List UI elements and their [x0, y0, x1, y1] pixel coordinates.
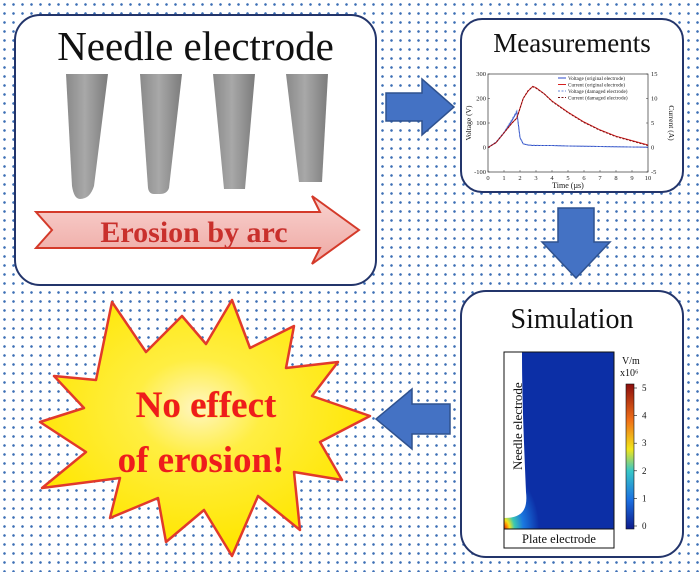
y2-axis-label: Current (A): [667, 105, 676, 141]
needle-electrode-label: Needle electrode: [510, 382, 525, 470]
plate-electrode-label: Plate electrode: [522, 532, 596, 546]
legend-entry: Voltage (damaged electrode): [568, 88, 628, 95]
x-axis-label: Time (µs): [552, 181, 584, 190]
y2-tick-label: 0: [651, 145, 654, 152]
result-line-2: of erosion!: [118, 440, 285, 481]
x-tick-label: 9: [630, 175, 633, 182]
y-tick-label: 200: [476, 96, 486, 103]
flow-arrow-right: [385, 77, 456, 137]
y-tick-label: 300: [476, 71, 486, 78]
simulation-panel: Simulation Needle elec: [460, 290, 684, 558]
simulation-field-plot: Needle electrode Plate electrode V/m x10…: [503, 351, 647, 549]
needle-original: [66, 74, 108, 199]
x-tick-label: 10: [645, 175, 652, 182]
colorbar-tick-label: 0: [642, 521, 647, 531]
erosion-arrow: [33, 195, 361, 265]
needle-panel-title: Needle electrode: [57, 23, 334, 69]
colorbar-tick-label: 2: [642, 466, 647, 476]
result-line-1: No effect: [136, 385, 277, 426]
y2-tick-label: -5: [651, 169, 656, 176]
legend-entry: Current (original electrode): [568, 82, 625, 89]
result-starburst: No effect of erosion!: [38, 298, 372, 558]
series-line-1: [487, 110, 649, 148]
needle-slightly-eroded: [140, 74, 182, 194]
x-tick-label: 0: [486, 175, 489, 182]
x-tick-label: 1: [502, 175, 505, 182]
x-tick-label: 5: [566, 175, 569, 182]
y2-tick-label: 15: [651, 71, 658, 78]
x-tick-label: 4: [550, 175, 554, 182]
legend-entry: Current (damaged electrode): [568, 95, 628, 102]
needle-heavily-eroded: [286, 74, 328, 182]
y2-tick-label: 5: [651, 120, 654, 127]
measurements-panel-title: Measurements: [493, 28, 651, 58]
y-axis-label: Voltage (V): [464, 105, 473, 141]
colorbar: [625, 383, 635, 530]
x-tick-label: 8: [614, 175, 617, 182]
y-tick-label: 0: [483, 145, 486, 152]
colorbar-tick-label: 1: [642, 493, 647, 503]
x-tick-label: 6: [582, 175, 586, 182]
x-tick-label: 7: [598, 175, 602, 182]
legend-entry: Voltage (original electrode): [568, 75, 625, 82]
series-line-3: [487, 109, 649, 148]
needle-erosion-illustration: Erosion by arc: [33, 74, 361, 265]
needle-electrode-panel: Needle electrode Erosion by arc: [14, 14, 377, 286]
series-line-4: [487, 86, 649, 148]
y-tick-label: 100: [476, 120, 486, 127]
colorbar-scale: x10⁶: [620, 368, 639, 379]
simulation-panel-title: Simulation: [510, 304, 634, 335]
colorbar-tick-label: 4: [642, 411, 647, 421]
colorbar-tick-label: 5: [642, 383, 647, 393]
erosion-arrow-text: Erosion by arc: [100, 216, 287, 249]
needle-region: [504, 352, 527, 518]
colorbar-unit: V/m: [622, 356, 640, 367]
flow-arrow-left: [374, 387, 451, 451]
flow-arrow-down: [540, 207, 612, 280]
x-tick-label: 3: [534, 175, 537, 182]
x-tick-label: 2: [518, 175, 521, 182]
needle-eroded: [213, 74, 255, 189]
colorbar-tick-label: 3: [642, 438, 647, 448]
y2-tick-label: 10: [651, 96, 658, 103]
y-tick-label: -100: [474, 169, 486, 176]
